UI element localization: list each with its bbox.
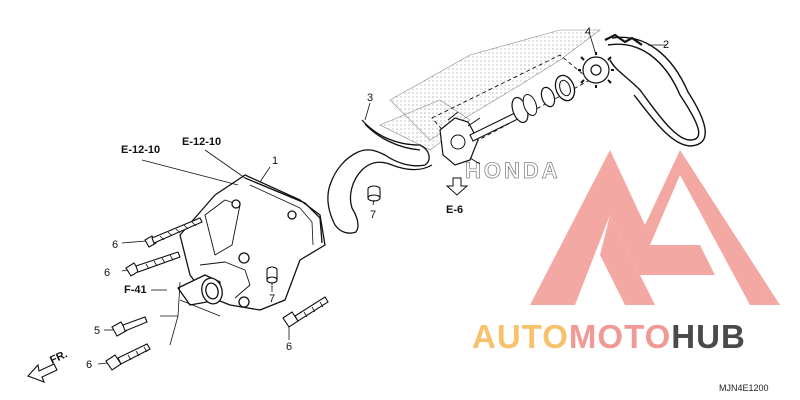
pump-cover — [177, 174, 326, 311]
part-4-label: 4 — [585, 26, 591, 38]
dowel-pin-lower — [266, 266, 278, 284]
bolt-6-bottom — [105, 343, 151, 371]
bolt-6-right — [282, 296, 329, 328]
ref-e6: E-6 — [446, 204, 463, 216]
watermark-moto: MOTO — [569, 318, 671, 355]
drive-chain — [604, 33, 706, 147]
part-6-label-top: 6 — [112, 239, 118, 251]
ref-e12-10-right: E-12-10 — [182, 136, 221, 148]
bolt-5 — [111, 316, 148, 337]
pump-sprocket — [578, 52, 614, 88]
brand-wing-background: HONDA — [379, 29, 601, 183]
part-7-label-lower: 7 — [269, 293, 275, 305]
watermark-logo — [530, 150, 780, 305]
watermark-wordmark: AUTOMOTOHUB — [472, 318, 746, 355]
diagram-code: MJN4E1200 — [719, 383, 769, 393]
part-1-label: 1 — [272, 155, 278, 167]
watermark-hub: HUB — [671, 318, 746, 355]
dowel-pin-upper — [367, 185, 381, 202]
part-6-label-mid: 6 — [104, 267, 110, 279]
o-ring — [327, 119, 433, 234]
bolt-6-top — [144, 217, 203, 248]
bolt-6-mid — [125, 251, 181, 277]
water-pump-assembly — [431, 54, 591, 166]
front-arrow-icon — [27, 363, 58, 383]
part-6-label-bottom: 6 — [86, 359, 92, 371]
part-3-label: 3 — [367, 92, 373, 104]
brand-mark: HONDA — [465, 158, 561, 183]
watermark-auto: AUTO — [472, 318, 569, 355]
svg-text:AUTOMOTOHUB: AUTOMOTOHUB — [472, 318, 746, 355]
part-2-label: 2 — [663, 39, 669, 51]
e6-arrow — [445, 177, 469, 196]
leader-lines — [97, 34, 667, 365]
part-7-label-upper: 7 — [370, 209, 376, 221]
front-label: FR. — [48, 348, 69, 366]
ref-f41: F-41 — [124, 284, 147, 296]
ref-e12-10-left: E-12-10 — [121, 144, 160, 156]
part-6-label-right: 6 — [286, 341, 292, 353]
part-5-label: 5 — [94, 325, 100, 337]
